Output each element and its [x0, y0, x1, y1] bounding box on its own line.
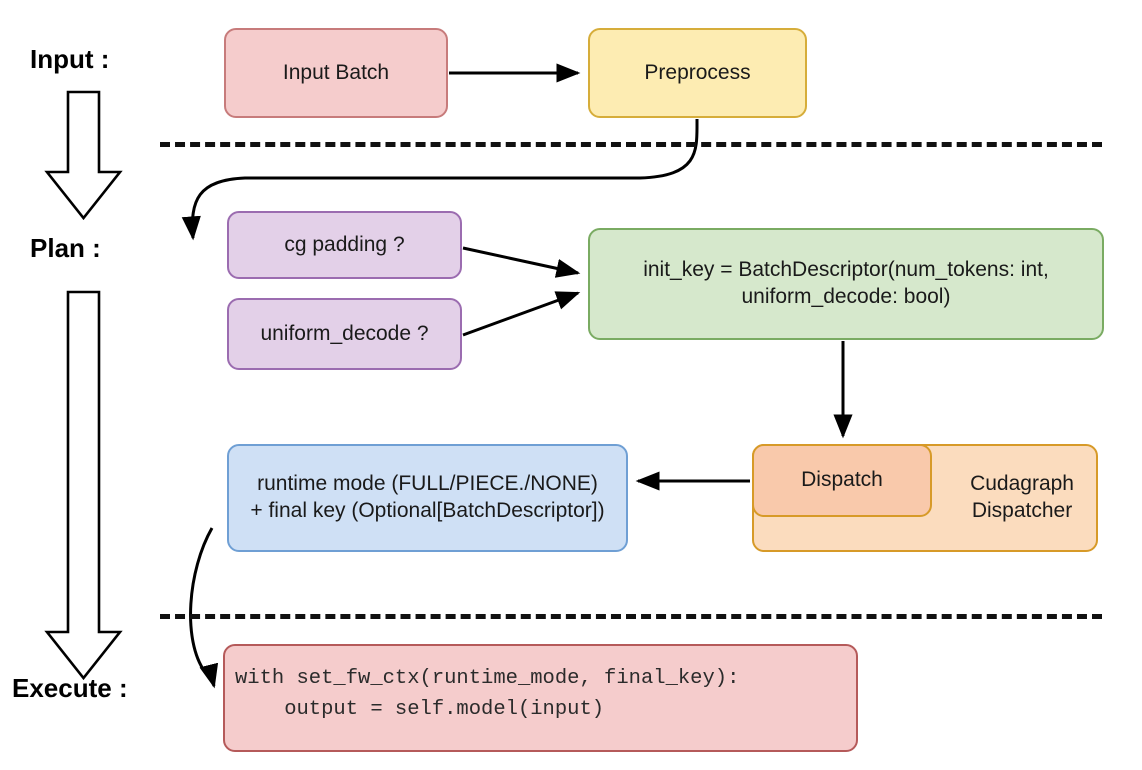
node-init-key[interactable]: init_key = BatchDescriptor(num_tokens: i… — [588, 228, 1104, 340]
node-preprocess[interactable]: Preprocess — [588, 28, 807, 118]
input-to-plan-block-arrow — [44, 90, 123, 221]
connector-uniform-decode-to-init-key — [462, 291, 581, 337]
connector-runtime-mode-to-code — [189, 527, 219, 689]
stage-label-plan: Plan : — [30, 233, 101, 263]
divider-input-plan — [160, 142, 1102, 147]
connector-cg-padding-to-init-key — [462, 246, 581, 278]
node-cg-padding[interactable]: cg padding ? — [227, 211, 462, 279]
node-input-batch[interactable]: Input Batch — [224, 28, 448, 118]
node-code-block[interactable]: with set_fw_ctx(runtime_mode, final_key)… — [223, 644, 858, 752]
node-uniform-decode[interactable]: uniform_decode ? — [227, 298, 462, 370]
stage-label-input: Input : — [30, 44, 110, 74]
stage-label-execute: Execute : — [12, 673, 128, 703]
node-runtime-mode[interactable]: runtime mode (FULL/PIECE./NONE) + final … — [227, 444, 628, 552]
node-dispatch[interactable]: Dispatch — [752, 444, 932, 517]
plan-to-execute-block-arrow — [44, 290, 123, 681]
divider-plan-execute — [160, 614, 1102, 619]
